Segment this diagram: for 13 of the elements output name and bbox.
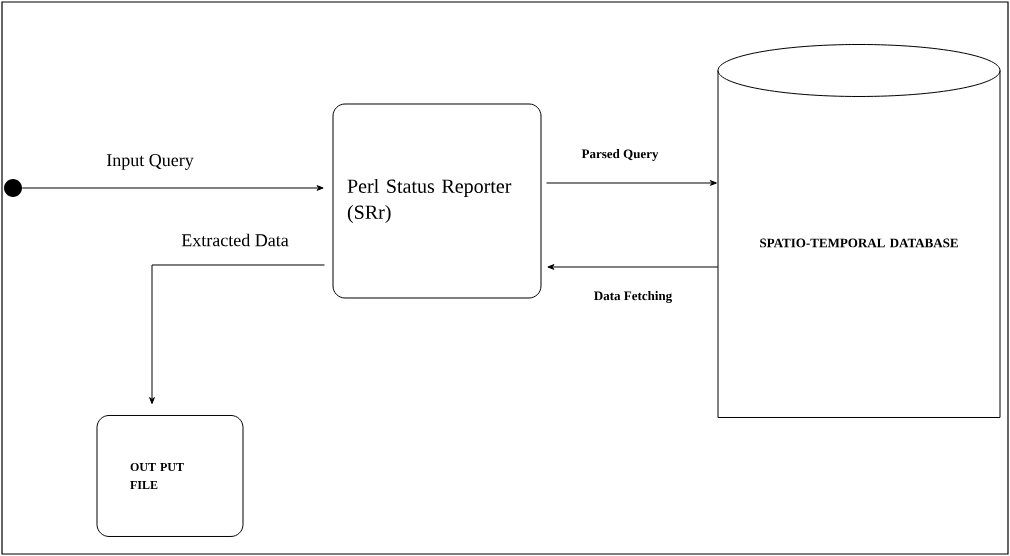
node-label: SPATIO-TEMPORAL DATABASE	[760, 238, 958, 248]
arrow	[547, 264, 719, 270]
arrow	[21, 185, 324, 191]
start-dot	[4, 179, 22, 197]
arrow	[546, 180, 717, 186]
edge-label: Extracted Data	[180, 232, 290, 248]
edge-label: Data Fetching	[592, 290, 674, 304]
edge-label: Input Query	[105, 153, 195, 171]
process-box: OUT PUT FILE	[96, 415, 244, 537]
arrow	[149, 264, 325, 405]
database-cylinder: SPATIO-TEMPORAL DATABASE	[717, 44, 1001, 418]
process-box: Perl Status Reporter (SRr)	[332, 103, 542, 299]
edge-label: Parsed Query	[580, 148, 660, 162]
